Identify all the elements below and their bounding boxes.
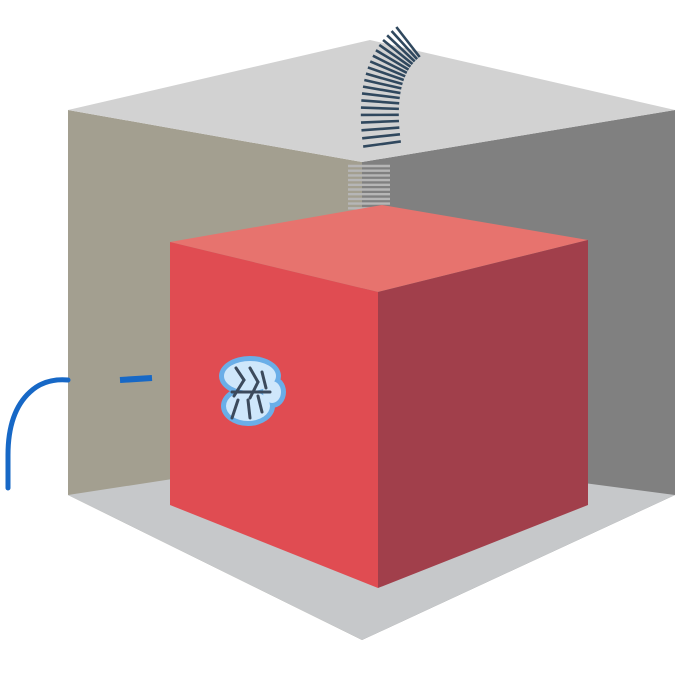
- ribosome-inner-right: [263, 381, 281, 403]
- helix-turn: [395, 26, 421, 58]
- helix-turn: [361, 99, 400, 105]
- helix-turn: [364, 78, 402, 90]
- helix-turn: [365, 72, 403, 86]
- ribosome-stroke: [246, 398, 252, 420]
- helix-turn: [386, 34, 416, 63]
- helix-turn: [361, 92, 400, 100]
- helix-turn: [362, 140, 402, 148]
- helix-turn: [378, 43, 412, 68]
- helix-turn: [361, 126, 400, 132]
- helix-turn: [372, 54, 408, 74]
- helix-turn: [367, 66, 405, 82]
- ribosome-stroke: [260, 370, 268, 390]
- inner-cube-right: [378, 240, 588, 588]
- inner-cube: [170, 205, 588, 588]
- helix-turn: [360, 119, 400, 124]
- helix-turn: [382, 38, 414, 65]
- ribosome-stroke: [248, 366, 260, 384]
- ribosome-stroke: [230, 398, 240, 420]
- helix-turn: [375, 49, 410, 71]
- ribosome-stroke: [256, 394, 264, 414]
- ribosome-stroke: [248, 380, 260, 400]
- strand-segment: [119, 375, 153, 383]
- helix-turn: [360, 106, 399, 111]
- inner-cube-top: [170, 205, 588, 292]
- helix-turn: [362, 133, 401, 140]
- ribosome-strokes: [230, 366, 272, 420]
- helix-turn: [362, 85, 401, 95]
- inner-cube-front: [170, 242, 378, 588]
- helix-turn: [369, 60, 406, 78]
- helix-turn: [390, 30, 419, 61]
- strand-curve: [5, 377, 71, 491]
- ribosome-stroke: [234, 366, 246, 382]
- ribosome-icon: [219, 356, 286, 426]
- strand-icon: [5, 375, 153, 491]
